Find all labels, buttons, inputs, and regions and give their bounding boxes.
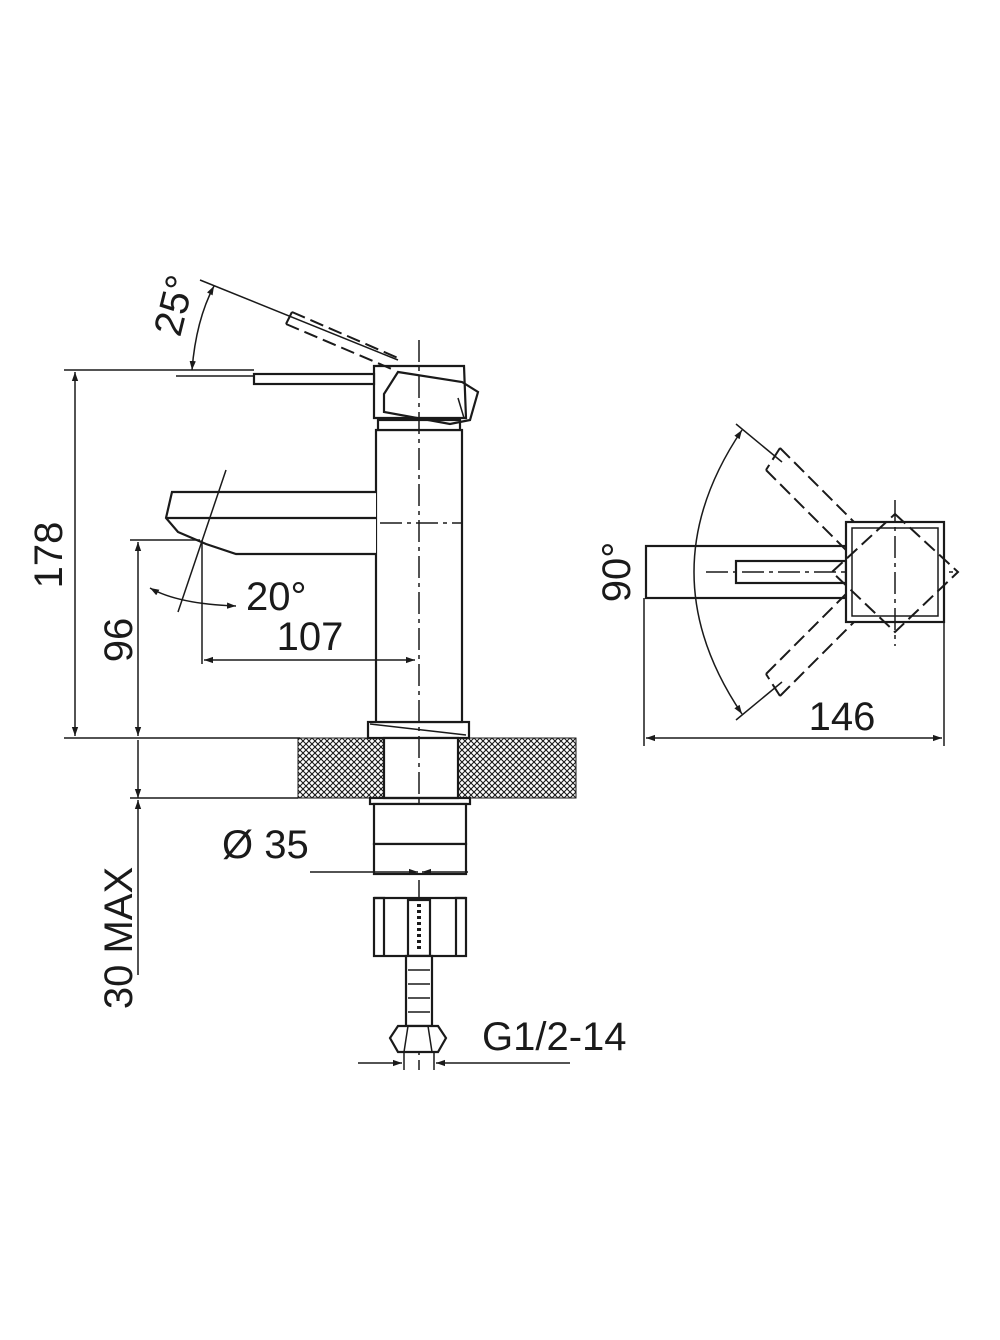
dimension-label-20deg: 20° <box>246 575 307 619</box>
dimension-label-30max: 30 MAX <box>97 867 141 1009</box>
dimension-deck-thickness: 30 MAX <box>97 740 298 1009</box>
dimension-label-146: 146 <box>809 695 876 739</box>
side-view: 178 96 30 MAX 107 20° <box>27 271 627 1070</box>
dimension-diameter: Ø 35 <box>222 823 468 876</box>
dimension-label-diameter: Ø 35 <box>222 823 309 867</box>
dimension-angle-lever: 25° <box>146 271 399 377</box>
body-top <box>830 500 960 646</box>
dimension-width-top: 146 <box>643 598 945 746</box>
mounting-shank <box>372 802 468 1028</box>
connection-nut <box>388 1024 448 1054</box>
lever-raised-outline <box>285 311 399 371</box>
dimension-height-spout: 96 <box>97 539 200 736</box>
lever-head <box>252 364 480 426</box>
dimension-angle-top: 90° <box>595 423 783 721</box>
spout <box>164 490 376 556</box>
dimension-label-96: 96 <box>97 618 141 663</box>
dimension-label-thread: G1/2-14 <box>482 1015 627 1059</box>
dimension-label-90deg: 90° <box>595 542 639 603</box>
dimension-height-total: 178 <box>27 369 300 739</box>
top-view: 146 90° <box>595 423 960 746</box>
dimension-label-107: 107 <box>277 615 344 659</box>
dimension-label-178: 178 <box>27 522 71 589</box>
countertop-section <box>297 737 577 799</box>
dimension-thread: G1/2-14 <box>358 1015 627 1070</box>
dimension-label-25deg: 25° <box>146 271 203 340</box>
dimension-angle-spout: 20° <box>149 469 307 619</box>
spout-top <box>644 544 958 600</box>
